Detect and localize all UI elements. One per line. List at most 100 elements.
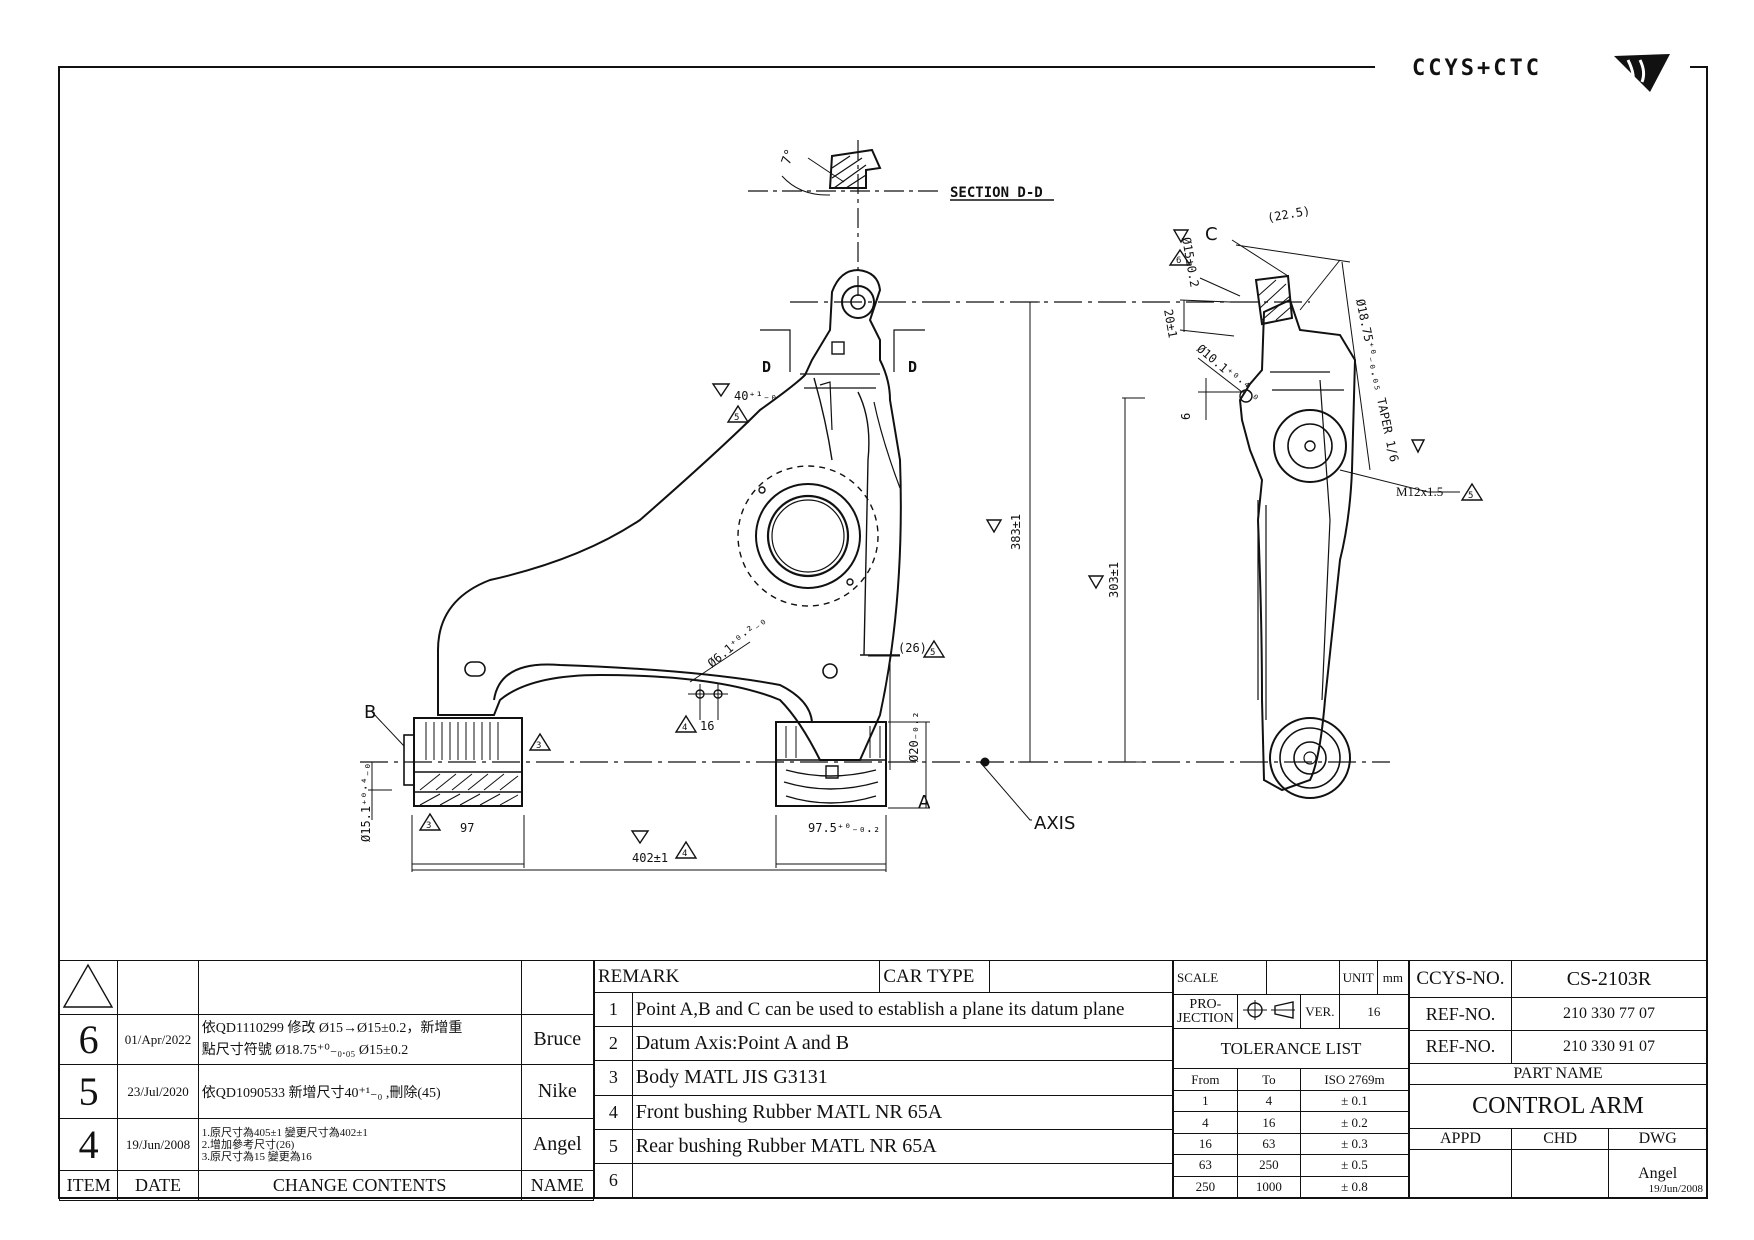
arm-outline [437, 268, 902, 761]
title-block-table: CCYS-NO. CS-2103R REF-NO. 210 330 77 07 … [1409, 959, 1708, 1199]
remark-text: Point A,B and C can be used to establish… [631, 992, 1174, 1028]
front-bushing [775, 721, 887, 807]
ver-value: 16 [1338, 994, 1410, 1029]
tol-value: ± 0.8 [1300, 1175, 1409, 1199]
dim-383: 383±1 [1009, 514, 1023, 550]
tol-value: ± 0.3 [1300, 1132, 1409, 1156]
part-name: CONTROL ARM [1409, 1084, 1707, 1130]
revision-content-line: 點尺寸符號 Ø18.75⁺⁰₋₀.₀₅ Ø15±0.2 [201, 1042, 409, 1058]
sheet-frame [58, 66, 1708, 1199]
flag-4-a: 4 [682, 723, 687, 733]
unit-value: mm [1376, 960, 1410, 995]
revision-header-row: ITEM DATE CHANGE CONTENTS NAME [58, 1170, 595, 1201]
tolerance-title: TOLERANCE LIST [1173, 1028, 1409, 1069]
ver-label: VER. [1300, 994, 1340, 1029]
flag-5-c: 5 [1468, 491, 1473, 501]
remark-no: 6 [594, 1162, 633, 1199]
remark-no: 4 [594, 1094, 633, 1130]
tol-value: ± 0.1 [1300, 1089, 1409, 1113]
revision-name: Nike [520, 1064, 595, 1119]
side-view: (22.5) Ø15±0.2 Ø18.75⁺⁰₋₀.₀₅ TAPER 1/6 2… [1161, 204, 1484, 799]
tol-value: ± 0.2 [1300, 1111, 1409, 1134]
ref-no-value: 210 330 91 07 [1510, 1029, 1708, 1064]
remark-text: Rear bushing Rubber MATL NR 65A [631, 1128, 1174, 1164]
appd-signature [1409, 1148, 1512, 1199]
dim-303: 303±1 [1107, 562, 1121, 598]
remark-row: 3 Body MATL JIS G3131 [594, 1060, 1174, 1096]
scale-value [1266, 960, 1340, 995]
scale-tolerance-table: SCALE UNIT mm PRO-JECTION VER. 16 TOLERA… [1172, 960, 1410, 1199]
revision-table: 6 01/Apr/2022 依QD1110299 修改 Ø15→Ø15±0.2，… [58, 960, 595, 1201]
dim-m12: M12x1.5 [1396, 484, 1443, 499]
header-date: DATE [117, 1170, 199, 1201]
ref-no-label: REF-NO. [1409, 997, 1512, 1031]
company-logo: CCYS+CTC [1412, 52, 1682, 92]
tol-to: 4 [1236, 1089, 1302, 1113]
dim-15-tol: Ø15±0.2 [1179, 236, 1202, 288]
cut-marker-right: D [908, 358, 917, 376]
header-change-contents: CHANGE CONTENTS [197, 1170, 522, 1201]
tol-from: 250 [1173, 1175, 1238, 1199]
revision-content-line: 依QD1110299 修改 Ø15→Ø15±0.2，新增重 [201, 1020, 463, 1036]
flag-6-a: 6 [1176, 256, 1181, 266]
revision-name: Angel [520, 1118, 595, 1171]
datum-symbols [630, 383, 1105, 845]
first-angle-projection-icon [1242, 1000, 1295, 1020]
ball-joint-bore [737, 465, 879, 607]
tol-header-from: From [1173, 1068, 1238, 1091]
dwg-label: DWG [1608, 1128, 1707, 1150]
flag-5-b: 5 [930, 648, 935, 658]
dim-18-75: Ø18.75⁺⁰₋₀.₀₅ TAPER 1/6 [1353, 298, 1401, 463]
remark-no: 3 [594, 1060, 633, 1096]
tolerance-row: 4 16 ± 0.2 [1173, 1111, 1409, 1134]
revision-date: 01/Apr/2022 [117, 1014, 199, 1065]
revision-content: 依QD1090533 新增尺寸40⁺¹₋₀ ,刪除(45) [197, 1064, 522, 1119]
header-name: NAME [520, 1170, 595, 1201]
arm-inner-cutout [493, 663, 813, 723]
tol-from: 63 [1173, 1154, 1238, 1177]
remark-no: 2 [594, 1026, 633, 1062]
dwg-signature: Angel 19/Jun/2008 [1608, 1148, 1707, 1199]
dim-6: 6 [1179, 413, 1193, 420]
dim-22-5: (22.5) [1266, 204, 1311, 225]
dim-20: Ø20₋₀.₂ [907, 711, 921, 762]
unit-label: UNIT [1338, 960, 1378, 995]
tolerance-row: 63 250 ± 0.5 [1173, 1154, 1409, 1177]
projection-symbol-icon [1236, 994, 1302, 1029]
remark-row: 5 Rear bushing Rubber MATL NR 65A [594, 1128, 1174, 1164]
tolerance-row: 1 4 ± 0.1 [1173, 1089, 1409, 1113]
tol-header-to: To [1236, 1068, 1302, 1091]
tol-to: 63 [1236, 1132, 1302, 1156]
dim-97-5: 97.5⁺⁰₋₀.₂ [808, 821, 880, 835]
dimensions [368, 301, 1145, 872]
remark-text: Datum Axis:Point A and B [631, 1026, 1174, 1062]
revision-content-line: 3.原尺寸為15 變更為16 [201, 1150, 312, 1163]
car-type-value [989, 959, 1173, 994]
dwg-name: Angel [1638, 1165, 1678, 1182]
revision-item: 4 [58, 1118, 119, 1171]
flag-4-b: 4 [682, 849, 687, 859]
logo-text: CCYS+CTC [1412, 56, 1542, 81]
revision-row: 6 01/Apr/2022 依QD1110299 修改 Ø15→Ø15±0.2，… [58, 1014, 595, 1065]
tol-value: ± 0.5 [1300, 1154, 1409, 1177]
remark-row: 1 Point A,B and C can be used to establi… [594, 992, 1174, 1028]
revision-item: 6 [58, 1014, 119, 1065]
remark-table: REMARK CAR TYPE 1 Point A,B and C can be… [593, 959, 1174, 1199]
flag-3-a: 3 [536, 741, 541, 751]
remark-no: 1 [594, 992, 633, 1028]
revision-content-line: 2.增加參考尺寸(26) [201, 1138, 295, 1151]
part-name-label: PART NAME [1409, 1062, 1707, 1086]
car-type-label: CAR TYPE [879, 959, 991, 994]
dim-61: Ø6.1⁺⁰·²₋₀ [705, 613, 769, 670]
section-angle-label: 7° [779, 147, 798, 167]
tol-header-iso: ISO 2769m [1300, 1068, 1409, 1091]
revision-content: 1.原尺寸為405±1 變更尺寸為402±1 2.增加參考尺寸(26) 3.原尺… [197, 1118, 522, 1171]
arm-rib [813, 377, 900, 656]
ref-no-label: REF-NO. [1409, 1029, 1512, 1064]
header-item: ITEM [58, 1170, 119, 1201]
section-label: SECTION D-D [950, 185, 1043, 201]
appd-label: APPD [1409, 1128, 1512, 1150]
revision-content: 依QD1110299 修改 Ø15→Ø15±0.2，新增重 點尺寸符號 Ø18.… [197, 1014, 522, 1065]
cut-marker-left: D [762, 358, 771, 376]
